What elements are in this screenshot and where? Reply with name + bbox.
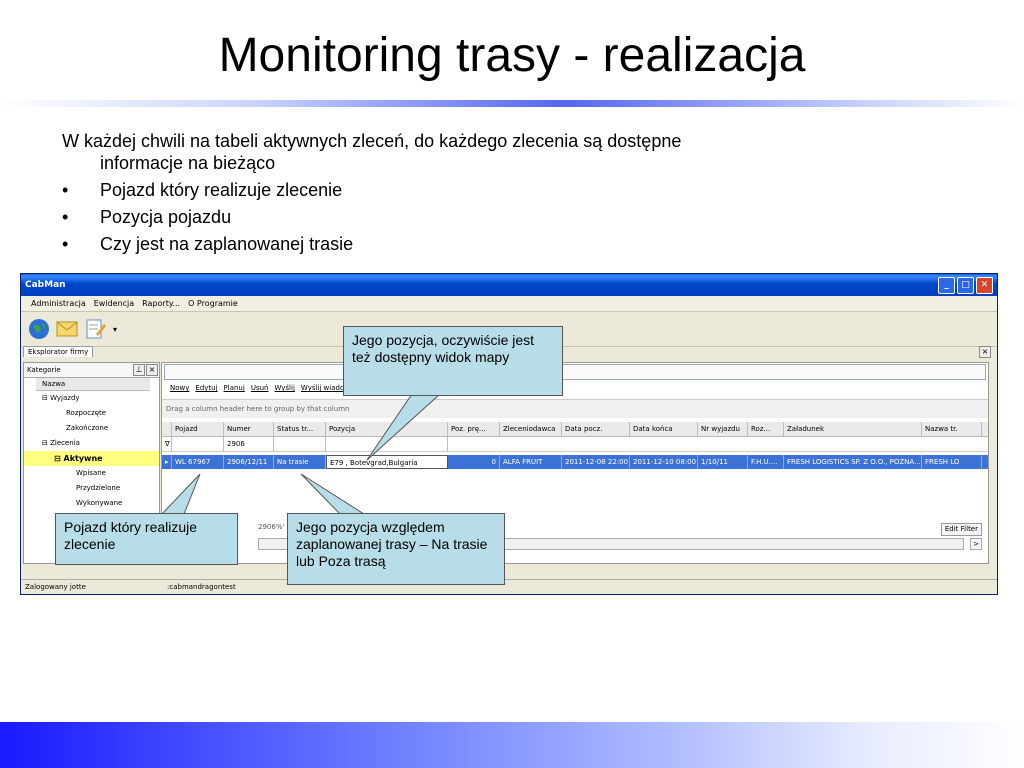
grid-header: Pojazd Numer Status tr... Pozycja Poz. p…	[162, 422, 988, 437]
tree-node-przydzielone[interactable]: Przydzielone	[76, 484, 121, 492]
bullet-glyph: •	[62, 180, 69, 200]
action-edytuj[interactable]: Edytuj	[195, 384, 218, 392]
intro-text: W każdej chwili na tabeli aktywnych zlec…	[62, 131, 682, 151]
tree-node-aktywne[interactable]: ⊟ Aktywne	[24, 451, 159, 466]
cell-zaladunek[interactable]: FRESH LOGISTICS SP. Z O.O., POZNA...	[784, 455, 922, 469]
cell-status[interactable]: Na trasie	[274, 455, 326, 469]
column-header[interactable]: Roz...	[748, 422, 784, 436]
tree-node-zakonczone[interactable]: Zakończone	[66, 424, 109, 432]
bullet-text: Czy jest na zaplanowanej trasie	[100, 234, 354, 254]
status-bar: Zalogowany jotte :cabmandragontest	[21, 579, 997, 594]
action-usun[interactable]: Usuń	[250, 384, 269, 392]
filter-expression: 2906%'	[258, 523, 285, 531]
bullet-text: Pozycja pojazdu	[100, 207, 232, 227]
categories-header: Kategorie ⊥ ×	[24, 363, 159, 378]
route-callout-pointer	[300, 473, 366, 515]
callout-position: Jego pozycja, oczywiście jest też dostęp…	[343, 326, 563, 396]
menu-raporty[interactable]: Raporty...	[142, 299, 181, 308]
grid-filter-row: ∇ 2906	[162, 437, 988, 452]
column-header[interactable]: Nr wyjazdu	[698, 422, 748, 436]
column-header[interactable]: Data pocz.	[562, 422, 630, 436]
tab-bar: Eksplorator firmy	[23, 346, 94, 360]
action-wyslij-wiadomosc[interactable]: Wyślij wiadomość	[300, 384, 363, 392]
scroll-right-icon[interactable]: >	[970, 538, 982, 550]
cell-roz[interactable]: F.H.U....	[748, 455, 784, 469]
bullet-text: Pojazd który realizuje zlecenie	[100, 180, 343, 200]
callout-route-status: Jego pozycja względem zaplanowanej trasy…	[287, 513, 505, 585]
close-panel-icon[interactable]: ×	[146, 364, 158, 376]
categories-label: Kategorie	[27, 366, 61, 374]
close-button[interactable]: ✕	[976, 277, 993, 294]
edit-note-icon[interactable]	[83, 317, 107, 341]
action-bar: Nowy Edytuj Planuj Usuń Wyślij Wyślij wi…	[162, 381, 988, 395]
maximize-button[interactable]: □	[957, 277, 974, 294]
position-callout-pointer	[366, 393, 442, 461]
status-user: Zalogowany jotte	[25, 583, 86, 591]
menu-o-programie[interactable]: O Programie	[188, 299, 238, 308]
filter-numer-input[interactable]: 2906	[224, 437, 274, 451]
cell-pozycja[interactable]: E79 , Botevgrad,Bulgaria	[326, 455, 448, 469]
title-underline-bar	[0, 100, 1024, 107]
pin-icon[interactable]: ⊥	[133, 364, 145, 376]
tree-node-zlecenia[interactable]: ⊟ Zlecenia	[42, 439, 80, 447]
close-tab-icon[interactable]: ×	[979, 346, 991, 358]
filter-icon[interactable]: ∇	[162, 437, 172, 451]
intro-text-continued: informacje na bieżąco	[100, 153, 276, 173]
cell-poz-pre[interactable]: 0	[448, 455, 500, 469]
cell-nr-wyjazdu[interactable]: 1/10/11	[698, 455, 748, 469]
column-header[interactable]: Data końca	[630, 422, 698, 436]
globe-icon[interactable]	[27, 317, 51, 341]
window-titlebar: CabMan _ □ ✕	[21, 274, 997, 296]
bullet-glyph: •	[62, 234, 69, 254]
cell-data-pocz[interactable]: 2011-12-08 22:00	[562, 455, 630, 469]
column-header[interactable]: Pozycja	[326, 422, 448, 436]
cell-zleceniodawca[interactable]: ALFA FRUIT	[500, 455, 562, 469]
menu-ewidencja[interactable]: Ewidencja	[93, 299, 135, 308]
tree-node-wpisane[interactable]: Wpisane	[76, 469, 106, 477]
toolbar-dropdown-icon[interactable]: ▾	[112, 324, 117, 334]
tree-node-wykonywane[interactable]: Wykonywane	[76, 499, 123, 507]
cell-numer[interactable]: 2906/12/11	[224, 455, 274, 469]
tree-column-header[interactable]: Nazwa	[36, 378, 150, 391]
minimize-button[interactable]: _	[938, 277, 955, 294]
action-nowy[interactable]: Nowy	[170, 384, 190, 392]
column-header[interactable]: Załadunek	[784, 422, 922, 436]
bullet-glyph: •	[62, 207, 69, 227]
slide-body: W każdej chwili na tabeli aktywnych zlec…	[62, 130, 962, 255]
cell-nazwa-tr[interactable]: FRESH LO	[922, 455, 982, 469]
vehicle-callout-pointer	[160, 473, 201, 515]
group-by-hint: Drag a column header here to group by th…	[162, 399, 988, 418]
tab-eksplorator-firmy[interactable]: Eksplorator firmy	[23, 346, 94, 357]
slide-title: Monitoring trasy - realizacja	[218, 29, 806, 82]
action-wyslij[interactable]: Wyślij	[274, 384, 295, 392]
column-header[interactable]: Nazwa tr.	[922, 422, 982, 436]
action-planuj[interactable]: Planuj	[223, 384, 245, 392]
callout-vehicle: Pojazd który realizuje zlecenie	[55, 513, 238, 565]
tree-node-rozpoczete[interactable]: Rozpoczęte	[66, 409, 107, 417]
bullet-item: • Pozycja pojazdu	[62, 206, 962, 228]
column-header[interactable]: Poz. prę...	[448, 422, 500, 436]
menu-administracja[interactable]: Administracja	[31, 299, 86, 308]
column-header[interactable]: Zleceniodawca	[500, 422, 562, 436]
bullet-item: • Czy jest na zaplanowanej trasie	[62, 233, 962, 255]
cell-pojazd[interactable]: WL 67967	[172, 455, 224, 469]
cell-data-konca[interactable]: 2011-12-10 08:00	[630, 455, 698, 469]
collapse-icon[interactable]: ⊟	[42, 394, 51, 402]
envelope-icon[interactable]	[55, 317, 79, 341]
status-database: :cabmandragontest	[167, 583, 236, 591]
row-indicator-icon: ▸	[162, 455, 172, 469]
collapse-icon[interactable]: ⊟	[54, 454, 64, 463]
column-header[interactable]: Status tr...	[274, 422, 326, 436]
footer-bar	[0, 722, 1024, 768]
edit-filter-button[interactable]: Edit Filter	[940, 523, 982, 536]
column-header[interactable]: Pojazd	[172, 422, 224, 436]
menu-bar: Administracja Ewidencja Raporty... O Pro…	[21, 296, 997, 312]
bullet-item: • Pojazd który realizuje zlecenie	[62, 179, 962, 201]
collapse-icon[interactable]: ⊟	[42, 439, 51, 447]
column-header[interactable]: Numer	[224, 422, 274, 436]
tree-node-wyjazdy[interactable]: ⊟ Wyjazdy	[42, 394, 80, 402]
window-title: CabMan	[25, 280, 66, 290]
